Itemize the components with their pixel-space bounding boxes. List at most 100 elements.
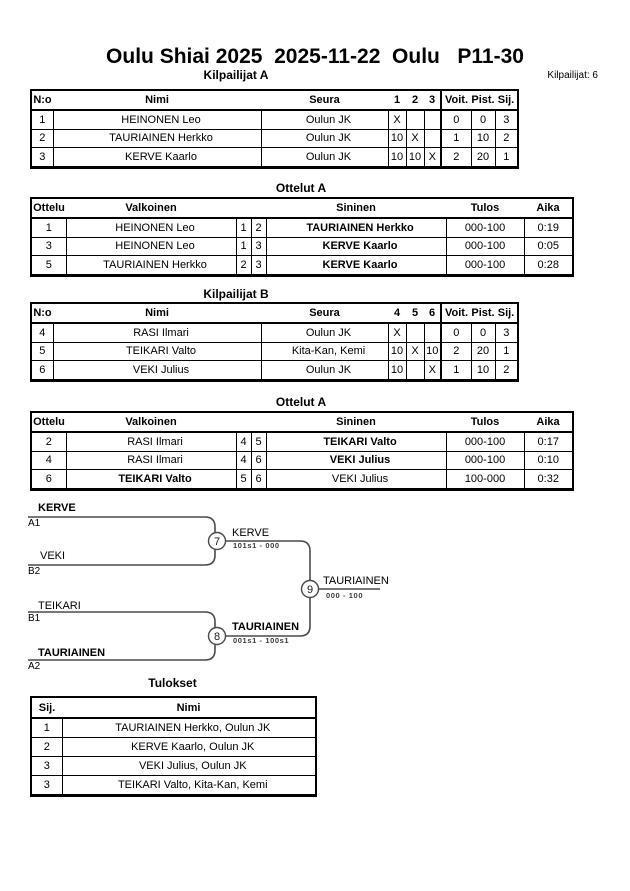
table-row: 3 HEINONEN Leo 1 3 KERVE Kaarlo 000-100 … [30,236,574,256]
pool-a-title: Kilpailijat A [203,68,269,82]
place-cell: 2 [494,360,519,381]
col-header-white: Valkoinen [66,412,236,433]
match-time: 0:32 [523,469,574,490]
competitor-name: TEIKARI Valto [52,341,262,361]
bracket-slot-name: VEKI [40,550,66,562]
col-header-points: Pist. [471,90,495,111]
result-cell: 10 [405,147,425,168]
competitors-count: Kilpailijat: 6 [547,70,598,81]
col-header-6: 6 [424,303,441,324]
match-no: 2 [30,431,67,452]
col-header-name: Nimi [62,697,316,719]
col-header-blue: Sininen [266,412,446,433]
result-place: 3 [30,775,63,796]
col-header-score: Tulos [446,412,524,433]
match-time: 0:17 [523,431,574,452]
col-header-score: Tulos [446,198,524,219]
pool-b-header-row: N:o Nimi Seura 4 5 6 Voit. Pist. Sij. [31,303,518,324]
results-table: Sij. Nimi 1 TAURIAINEN Herkko, Oulun JK … [30,696,317,797]
white-no: 5 [235,469,252,490]
blue-no: 6 [250,469,267,490]
white-no: 1 [235,217,252,238]
table-row: 4 RASI Ilmari Oulun JK X 0 0 3 [30,322,519,343]
col-header-spacer [236,198,251,219]
bracket-slot-name: TAURIAINEN [38,647,106,659]
result-cell [423,109,442,130]
match-no: 3 [30,236,67,256]
col-header-name: Nimi [53,303,261,324]
competitor-name: RASI Ilmari [52,322,262,343]
table-row: 1 HEINONEN Leo Oulun JK X 0 0 3 [30,109,519,130]
results-title: Tulokset [148,676,197,690]
col-header-wins: Voit. [440,303,471,324]
result-cell: X [405,128,425,148]
competitor-club: Oulun JK [260,128,389,148]
match-number-circle-8 [207,626,227,646]
white-no: 1 [235,236,252,256]
result-name: TAURIAINEN Herkko, Oulun JK [61,717,317,738]
result-name: TEIKARI Valto, Kita-Kan, Kemi [61,775,317,796]
result-place: 1 [30,717,63,738]
competitor-no: 5 [30,341,54,361]
points-cell: 20 [470,341,496,361]
table-row: 5 TAURIAINEN Herkko 2 3 KERVE Kaarlo 000… [30,255,574,276]
match-score: 100-000 [445,469,525,490]
competitor-name: KERVE Kaarlo [52,147,262,168]
result-cell: 10 [387,360,407,381]
col-header-club: Seura [261,90,388,111]
bracket-lines-graphic: 7 9 8 [28,516,380,661]
result-cell: 10 [387,128,407,148]
result-place: 3 [30,756,63,776]
bracket-slot-code: A2 [28,661,41,672]
competitor-club: Oulun JK [260,147,389,168]
blue-no: 6 [250,450,267,470]
table-row: 3 TEIKARI Valto, Kita-Kan, Kemi [30,775,317,796]
col-header-time: Aika [524,412,573,433]
col-header-spacer [251,198,266,219]
col-header-3: 3 [424,90,441,111]
blue-fighter: TAURIAINEN Herkko [265,217,447,238]
table-row: 1 HEINONEN Leo 1 2 TAURIAINEN Herkko 000… [30,217,574,238]
blue-fighter: TEIKARI Valto [265,431,447,452]
bracket-slot-code: B1 [28,613,41,624]
page-title: Oulu Shiai 2025 2025-11-22 Oulu P11-30 [106,45,524,68]
col-header-match: Ottelu [31,412,66,433]
col-header-5: 5 [406,303,424,324]
result-cell: X [423,147,442,168]
competitor-no: 3 [30,147,54,168]
match-score: 000-100 [445,236,525,256]
bracket-slot-code: A1 [28,518,41,529]
white-fighter: TAURIAINEN Herkko [65,255,237,276]
competitor-club: Oulun JK [260,360,389,381]
blue-fighter: VEKI Julius [265,469,447,490]
match-time: 0:19 [523,217,574,238]
match-time: 0:05 [523,236,574,256]
place-cell: 3 [494,322,519,343]
match-number-circle-7 [207,531,227,551]
col-header-1: 1 [388,90,406,111]
result-cell: X [405,341,425,361]
table-row: 5 TEIKARI Valto Kita-Kan, Kemi 10 X 10 2… [30,341,519,361]
competitor-club: Oulun JK [260,322,389,343]
white-no: 4 [235,431,252,452]
semifinal-2-score: 001s1 - 100s1 [233,636,290,645]
matches-b-table: Ottelu Valkoinen Sininen Tulos Aika 2 RA… [30,411,574,491]
white-fighter: TEIKARI Valto [65,469,237,490]
matches-a-title: Ottelut A [275,181,327,195]
matches-a-table: Ottelu Valkoinen Sininen Tulos Aika 1 HE… [30,197,574,277]
result-name: VEKI Julius, Oulun JK [61,756,317,776]
competitor-name: TAURIAINEN Herkko [52,128,262,148]
results-header-row: Sij. Nimi [31,697,316,719]
competitor-no: 4 [30,322,54,343]
match-number-8: 8 [214,631,220,643]
semifinal-2-winner: TAURIAINEN [232,621,300,633]
competitor-no: 6 [30,360,54,381]
result-name: KERVE Kaarlo, Oulun JK [61,737,317,757]
final-bracket: 7 9 8 KERVE A1 VEKI B2 KERVE 101s1 - 000… [0,495,630,695]
competitor-no: 2 [30,128,54,148]
result-cell [423,322,442,343]
result-cell: X [387,109,407,130]
match-time: 0:10 [523,450,574,470]
semifinal-1-winner: KERVE [232,527,270,539]
